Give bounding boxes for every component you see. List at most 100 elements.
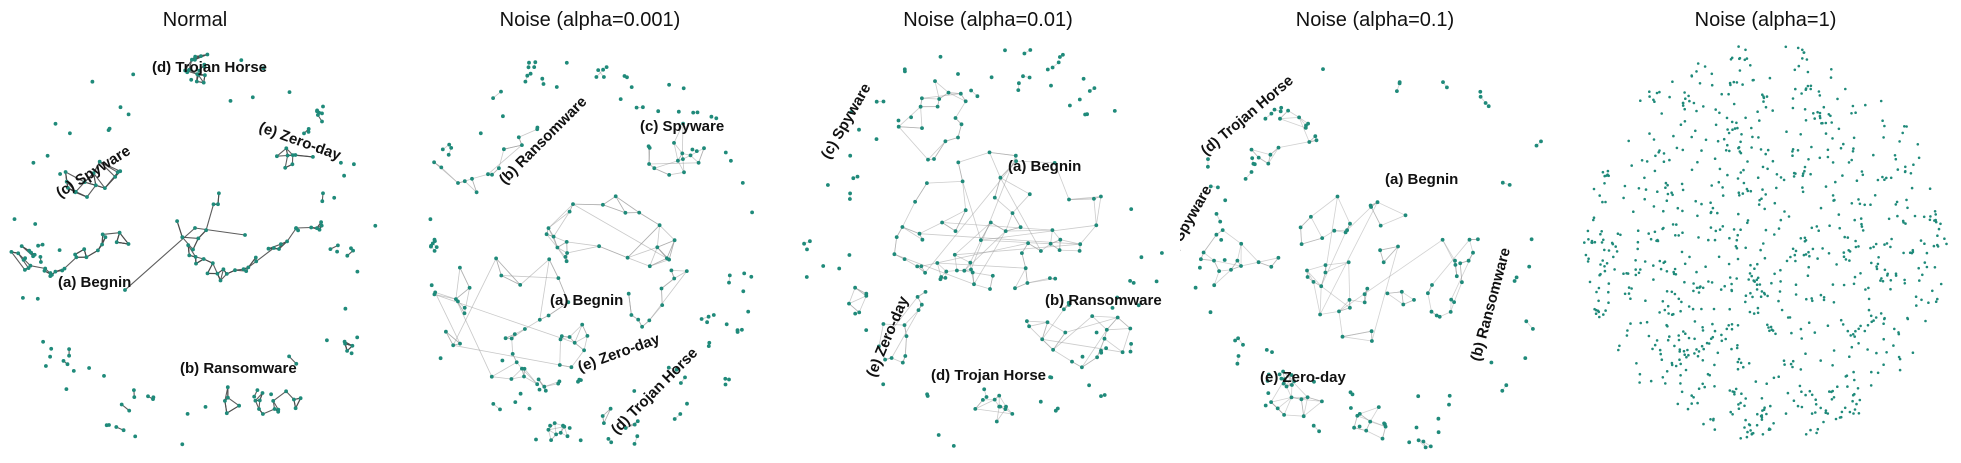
graph-edge xyxy=(648,147,651,165)
graph-node xyxy=(1842,283,1846,287)
graph-node xyxy=(578,438,583,443)
graph-node xyxy=(1839,415,1843,419)
graph-node xyxy=(1873,194,1877,197)
graph-node xyxy=(1733,127,1737,130)
graph-node xyxy=(1534,143,1539,148)
graph-node xyxy=(1597,286,1601,290)
graph-node xyxy=(1924,319,1927,323)
graph-edge xyxy=(955,101,967,119)
graph-node xyxy=(1893,154,1897,157)
graph-edge xyxy=(1213,269,1232,286)
graph-node xyxy=(1760,397,1764,400)
graph-edge xyxy=(954,222,992,256)
graph-edge xyxy=(538,379,547,391)
graph-node xyxy=(9,250,14,254)
graph-node xyxy=(681,86,686,91)
graph-edge xyxy=(455,267,461,300)
graph-node xyxy=(1803,236,1807,240)
graph-node xyxy=(1791,359,1795,363)
graph-edge xyxy=(1325,261,1349,273)
graph-node xyxy=(1819,293,1823,297)
graph-node xyxy=(73,252,77,257)
graph-node xyxy=(1305,268,1309,273)
graph-node xyxy=(1729,410,1732,414)
graph-node xyxy=(1056,60,1061,65)
graph-node xyxy=(1879,279,1882,282)
graph-node xyxy=(336,243,340,248)
graph-node xyxy=(1851,333,1855,336)
graph-node xyxy=(342,339,347,344)
graph-node xyxy=(205,271,210,276)
graph-node xyxy=(1599,232,1602,236)
graph-node xyxy=(1606,169,1610,173)
graph-node xyxy=(1859,272,1862,275)
graph-node xyxy=(1831,161,1835,164)
graph-node xyxy=(1887,217,1891,221)
graph-node xyxy=(706,344,711,348)
graph-node xyxy=(1728,389,1732,392)
graph-node xyxy=(1690,74,1693,77)
graph-node xyxy=(1757,203,1761,206)
graph-node xyxy=(1796,149,1800,152)
graph-node xyxy=(1629,297,1632,301)
graph-edge xyxy=(878,323,884,347)
graph-node xyxy=(1918,279,1921,282)
graph-edge xyxy=(521,368,538,385)
graph-node xyxy=(1728,276,1732,279)
graph-edge xyxy=(86,184,97,198)
graph-node xyxy=(1765,412,1768,416)
graph-node xyxy=(1022,51,1027,56)
graph-node xyxy=(990,273,995,278)
graph-edge xyxy=(954,254,958,271)
graph-edge xyxy=(226,405,240,414)
graph-node xyxy=(1684,332,1687,336)
graph-node xyxy=(655,245,660,250)
graph-edge xyxy=(181,236,194,250)
graph-node xyxy=(1837,127,1841,131)
graph-node xyxy=(1702,347,1705,351)
graph-node xyxy=(293,406,298,411)
graph-node xyxy=(1831,364,1834,367)
graph-node xyxy=(1664,181,1668,185)
graph-node xyxy=(1229,267,1233,272)
graph-node xyxy=(1736,367,1740,371)
graph-edge xyxy=(1320,272,1326,287)
graph-node xyxy=(1763,406,1766,410)
graph-node xyxy=(241,267,246,272)
graph-node xyxy=(1674,234,1677,237)
graph-node xyxy=(1434,313,1439,318)
graph-node xyxy=(1743,404,1746,408)
graph-node xyxy=(953,116,958,120)
graph-node xyxy=(1250,156,1255,161)
graph-node xyxy=(1666,304,1670,308)
graph-node xyxy=(848,191,852,196)
graph-edge xyxy=(1258,261,1272,268)
graph-node xyxy=(1742,181,1746,185)
graph-node xyxy=(439,165,444,170)
graph-node xyxy=(953,229,958,234)
graph-node xyxy=(597,244,601,249)
graph-node xyxy=(1851,393,1855,397)
graph-edge xyxy=(1310,196,1338,218)
graph-node xyxy=(571,202,575,207)
graph-node xyxy=(1869,203,1872,206)
graph-node xyxy=(549,438,553,442)
graph-node xyxy=(1911,351,1915,355)
graph-node xyxy=(1761,433,1765,436)
graph-node xyxy=(1524,319,1529,324)
graph-node xyxy=(1893,327,1896,331)
graph-node xyxy=(1636,229,1640,232)
graph-node xyxy=(1818,94,1822,97)
graph-node xyxy=(1932,244,1936,248)
graph-node xyxy=(913,199,917,204)
graph-node xyxy=(1822,296,1826,299)
graph-node xyxy=(146,394,150,399)
panel-noise-0001: Noise (alpha=0.001) (a) Begnin (b) Ranso… xyxy=(395,0,785,463)
graph-node xyxy=(449,146,454,150)
graph-edge xyxy=(1319,202,1378,315)
graph-node xyxy=(1095,355,1099,360)
graph-node xyxy=(711,313,716,317)
graph-node xyxy=(1277,372,1282,377)
graph-node xyxy=(1604,200,1607,204)
graph-node xyxy=(526,65,531,70)
